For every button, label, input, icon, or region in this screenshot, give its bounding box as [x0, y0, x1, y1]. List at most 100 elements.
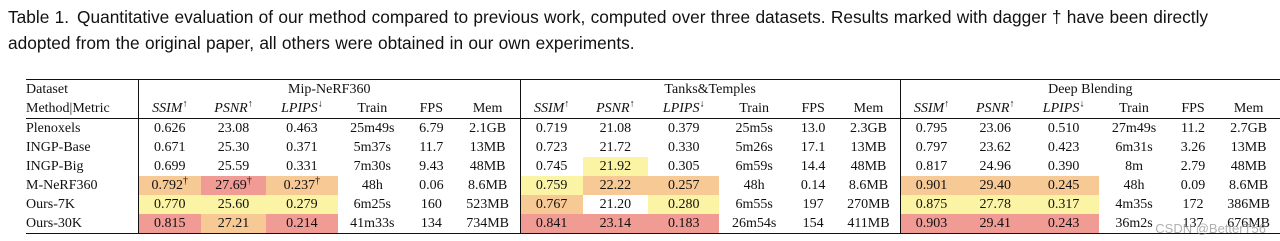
table-cell: 13.0 [789, 119, 838, 139]
table-cell: 0.390 [1028, 157, 1099, 176]
cell-value: 2.7GB [1230, 120, 1268, 136]
metric-name: FPS [1181, 100, 1205, 116]
cell-value: 14.4 [800, 158, 826, 174]
table-cell: 13MB [455, 138, 521, 157]
table-cell: 8.6MB [1217, 176, 1280, 195]
cell-value: 13.0 [800, 120, 826, 136]
up-arrow-icon: ↑ [1009, 97, 1015, 109]
cell-value: 0.723 [535, 139, 568, 155]
cell-value: 0.817 [915, 158, 948, 174]
cell-value: 21.08 [599, 120, 632, 136]
cell-value: 0.745 [535, 158, 568, 174]
cell-value: 6m59s [735, 158, 773, 174]
cell-value: 8.6MB [848, 177, 889, 193]
metric-name: Mem [853, 100, 884, 116]
cell-value: 0.14 [800, 177, 826, 193]
cell-value: 25.59 [217, 158, 250, 174]
table-cell: 25m49s [338, 119, 407, 139]
table-cell: 13MB [837, 138, 901, 157]
method-name: INGP-Big [26, 157, 139, 176]
table-cell: 48h [719, 176, 788, 195]
table-cell: 0.09 [1169, 176, 1218, 195]
table-cell: 0.305 [648, 157, 719, 176]
cell-value: 11.2 [1181, 120, 1205, 136]
table-cell: 0.795 [900, 119, 962, 139]
cell-value: 3.26 [1180, 139, 1206, 155]
cell-value: 4m35s [1115, 196, 1153, 212]
cell-value: 0.795 [915, 120, 948, 136]
metric-header: SSIM↑ [138, 98, 201, 119]
table-cell: 0.719 [520, 119, 582, 139]
cell-value: 0.214 [286, 215, 318, 231]
table-cell: 0.815 [138, 214, 201, 234]
cell-value: 23.14 [599, 215, 632, 231]
metric-header: LPIPS↓ [1027, 97, 1100, 119]
metric-header: Train [1099, 99, 1169, 119]
table-cell: 2.3GB [837, 118, 901, 138]
table-caption: Table 1.Quantitative evaluation of our m… [8, 4, 1270, 56]
cell-value: 523MB [466, 196, 510, 212]
table-cell: 0.331 [266, 157, 337, 176]
cell-value: 6.79 [419, 120, 444, 136]
cell-value: 0.06 [419, 177, 444, 193]
table-cell: 25m5s [719, 119, 788, 139]
down-arrow-icon: ↓ [1079, 97, 1085, 109]
table-cell: 0.06 [407, 176, 456, 195]
cell-value: 0.815 [154, 215, 186, 231]
table-cell: 0.423 [1028, 138, 1099, 157]
metric-name: SSIM [913, 100, 945, 116]
down-arrow-icon: ↓ [317, 97, 323, 109]
cell-value: 25m49s [350, 120, 395, 136]
cell-value: 0.875 [915, 196, 948, 212]
metric-name: PSNR [596, 100, 630, 116]
table-cell: 9.43 [407, 157, 456, 176]
table-cell: 0.245 [1027, 176, 1100, 195]
cell-value: 8.6MB [467, 177, 508, 193]
table-cell: 21.92 [582, 157, 649, 176]
cell-value: 2.1GB [469, 120, 507, 136]
metric-name: FPS [419, 100, 443, 116]
cell-value: 0.699 [154, 158, 186, 174]
table-cell: 0.841 [520, 214, 583, 234]
table-label: Table 1. [8, 7, 70, 27]
table-cell: 8.6MB [455, 176, 521, 195]
cell-value: 154 [802, 215, 824, 231]
table-cell: 0.237† [266, 175, 338, 195]
table-cell: 0.243 [1027, 214, 1100, 234]
metric-header: FPS [1168, 99, 1218, 119]
table-cell: 27.21 [200, 214, 267, 234]
cell-value: 27.69 [215, 177, 247, 193]
metric-header: Mem [1217, 99, 1280, 119]
cell-value: 7m30s [353, 158, 391, 174]
cell-value: 23.06 [979, 120, 1011, 136]
cell-value: 13MB [1230, 139, 1267, 155]
table-cell: 25.59 [201, 157, 266, 176]
table-cell: 23.14 [582, 214, 649, 234]
cell-value: 0.390 [1047, 158, 1080, 174]
table-cell: 0.671 [138, 138, 200, 157]
cell-value: 0.379 [667, 120, 700, 136]
cell-value: 0.245 [1047, 177, 1080, 193]
table-cell: 0.330 [648, 138, 719, 157]
cell-value: 0.280 [667, 196, 700, 212]
cell-value: 25m5s [735, 120, 773, 136]
cell-value: 48h [1123, 177, 1145, 193]
table-cell: 154 [788, 214, 838, 234]
cell-value: 0.305 [667, 158, 700, 174]
method-name: M-NeRF360 [26, 176, 139, 195]
table-cell: 4m35s [1099, 195, 1168, 214]
down-arrow-icon: ↓ [699, 97, 705, 109]
cell-value: 24.96 [979, 158, 1011, 174]
table-cell: 2.7GB [1217, 119, 1280, 139]
cell-value: 270MB [847, 196, 890, 212]
method-name: INGP-Base [26, 138, 139, 157]
table-cell: 29.41 [962, 214, 1028, 234]
caption-text: Quantitative evaluation of our method co… [8, 7, 1209, 53]
metric-name: Mem [1233, 100, 1264, 116]
table-cell: 8m [1099, 157, 1168, 176]
cell-value: 0.330 [667, 139, 700, 155]
